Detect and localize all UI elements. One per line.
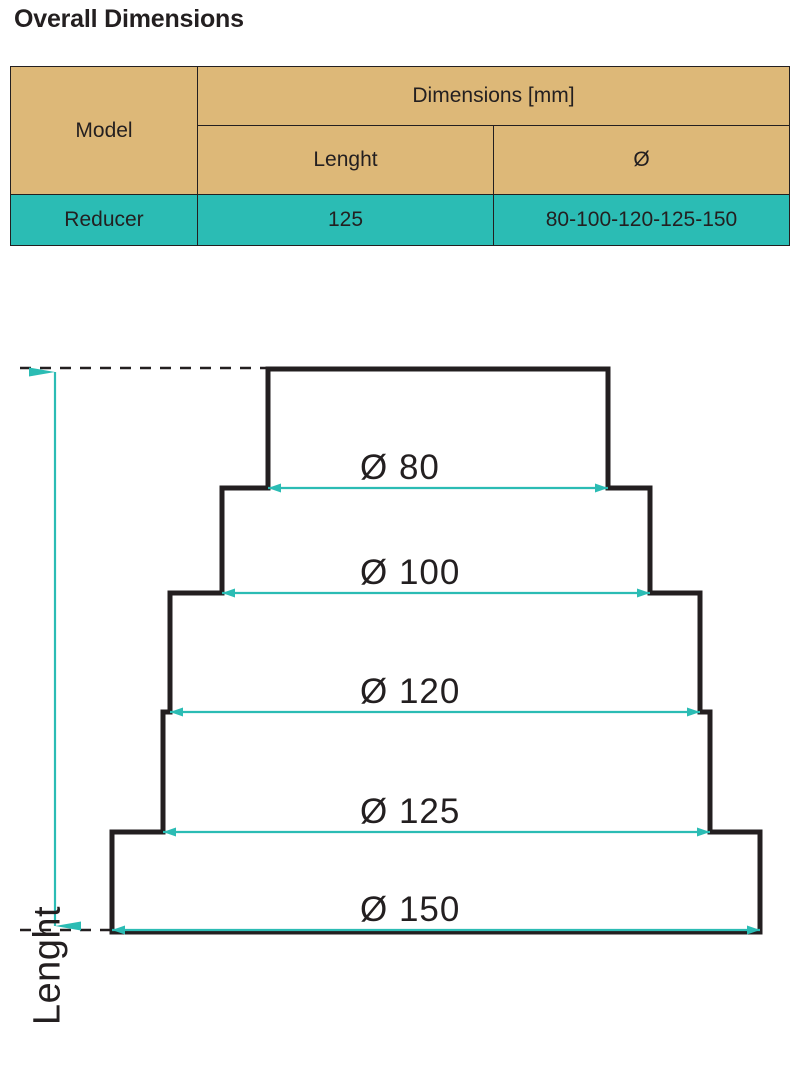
profile-svg: [20, 366, 763, 935]
dimension-label-d150: Ø 150: [360, 890, 461, 929]
dimension-label-d80: Ø 80: [360, 448, 440, 487]
cell-diameter-value: 80-100-120-125-150: [493, 194, 790, 246]
table-row: Reducer 125 80-100-120-125-150: [10, 194, 790, 246]
table-header-row-2: Lenght Ø: [11, 125, 790, 195]
lenght-axis-label: Lenght: [26, 905, 69, 1026]
dimension-label-d100: Ø 100: [360, 553, 461, 592]
table-header-dimensions-group: Dimensions [mm]: [197, 66, 790, 126]
page-title: Overall Dimensions: [14, 5, 244, 33]
table-header-model: Model: [10, 66, 198, 195]
table-header-row-1: Model Dimensions [mm]: [10, 66, 790, 195]
cell-model-reducer: Reducer: [10, 194, 198, 246]
dimension-label-d125: Ø 125: [360, 792, 461, 831]
reducer-outline: [109, 366, 763, 935]
reducer-profile-drawing: Lenght Ø 80 Ø 100 Ø 120 Ø 125 Ø 150: [0, 340, 800, 1025]
dimension-label-d120: Ø 120: [360, 672, 461, 711]
cell-length-value: 125: [197, 194, 494, 246]
overall-dimensions-table: Model Dimensions [mm] Lenght Ø Reducer 1…: [10, 66, 790, 246]
table-header-lenght: Lenght: [197, 125, 494, 195]
table-header-diameter: Ø: [493, 125, 790, 195]
